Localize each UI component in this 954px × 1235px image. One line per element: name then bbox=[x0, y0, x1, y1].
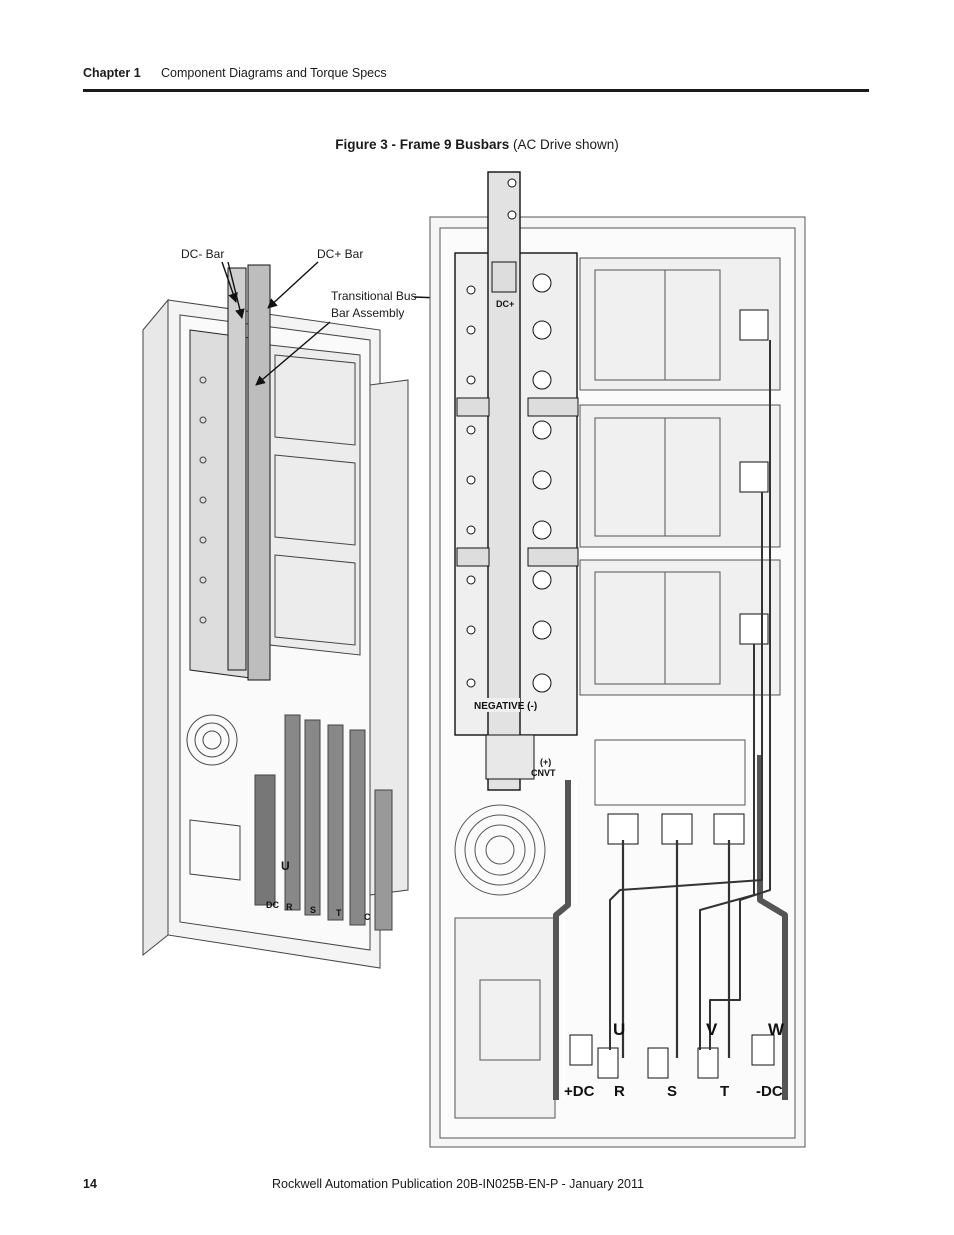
iso-label-t: T bbox=[336, 908, 342, 918]
figure-caption: Figure 3 - Frame 9 Busbars (AC Drive sho… bbox=[0, 137, 954, 152]
iso-label-s: S bbox=[310, 905, 316, 915]
label-dc-plus-tag: DC+ bbox=[496, 299, 514, 309]
label-input-t: T bbox=[720, 1083, 729, 1100]
label-input-s: S bbox=[667, 1083, 677, 1100]
label-output-v: V bbox=[706, 1020, 718, 1039]
figure-caption-note: (AC Drive shown) bbox=[509, 137, 619, 152]
label-output-w: W bbox=[768, 1020, 785, 1039]
label-input-r: R bbox=[614, 1083, 625, 1100]
header-rule bbox=[83, 89, 869, 92]
callout-dc-plus-bar: DC+ Bar bbox=[317, 247, 364, 261]
frame9-busbar-diagram: U DC R S T C bbox=[142, 171, 806, 1148]
label-mask bbox=[484, 698, 520, 712]
iso-label-c: C bbox=[364, 912, 371, 922]
callout-dc-minus-bar: DC- Bar bbox=[181, 247, 225, 261]
label-cnvt: CNVT bbox=[531, 768, 556, 778]
busbar-routing bbox=[553, 340, 788, 1100]
chapter-label: Chapter 1 bbox=[83, 66, 141, 80]
page-number: 14 bbox=[83, 1177, 97, 1191]
iso-label-r: R bbox=[286, 902, 293, 912]
label-plus-sign: (+) bbox=[540, 757, 551, 767]
isometric-drive-view bbox=[142, 264, 409, 969]
label-negative: NEGATIVE (-) bbox=[474, 701, 537, 712]
iso-label-u: U bbox=[281, 859, 290, 873]
publication-info: Rockwell Automation Publication 20B-IN02… bbox=[272, 1177, 644, 1191]
running-header: Chapter 1 Component Diagrams and Torque … bbox=[83, 66, 387, 80]
label-output-u: U bbox=[613, 1020, 625, 1039]
iso-label-dc: DC bbox=[266, 900, 279, 910]
callout-transitional-bus-line1: Transitional Bus bbox=[331, 289, 417, 303]
figure-caption-title: Figure 3 - Frame 9 Busbars bbox=[335, 137, 510, 152]
label-input-plus-dc: +DC bbox=[564, 1083, 595, 1100]
front-drive-view bbox=[429, 171, 806, 1148]
section-title: Component Diagrams and Torque Specs bbox=[161, 66, 387, 80]
label-input-minus-dc: -DC bbox=[756, 1083, 783, 1100]
callout-transitional-bus-line2: Bar Assembly bbox=[331, 306, 405, 320]
